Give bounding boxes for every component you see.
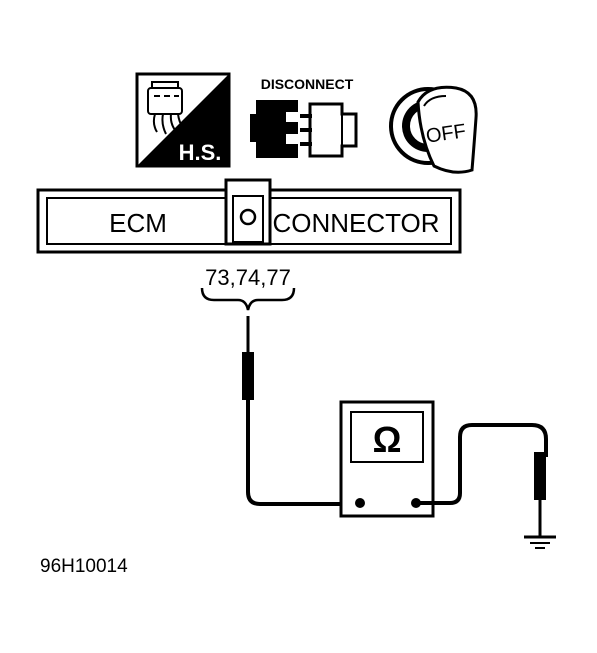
pin-brace xyxy=(200,287,296,311)
connector-disconnect-icon: DISCONNECT xyxy=(250,76,358,158)
disconnect-label: DISCONNECT xyxy=(261,76,354,92)
ohmmeter-icon: Ω xyxy=(339,400,435,518)
ecm-connector: ECM CONNECTOR xyxy=(36,178,462,254)
connector-left-label: ECM xyxy=(109,208,167,238)
connector-right-label: CONNECTOR xyxy=(272,208,439,238)
ignition-key-off-icon: OFF xyxy=(389,85,478,174)
probe-left xyxy=(242,352,254,400)
test-lead-left xyxy=(242,316,352,506)
harness-side-icon: H.S. xyxy=(135,72,231,168)
pin-numbers: 73,74,77 xyxy=(205,265,291,290)
connector-lock-icon xyxy=(239,208,257,226)
ground-icon xyxy=(524,535,556,549)
probe-right xyxy=(534,452,546,500)
test-lead-right xyxy=(416,423,548,536)
meter-terminal-left xyxy=(355,498,365,508)
ohm-symbol: Ω xyxy=(373,419,402,460)
harness-side-label: H.S. xyxy=(179,140,222,165)
figure-id: 96H10014 xyxy=(40,556,128,577)
